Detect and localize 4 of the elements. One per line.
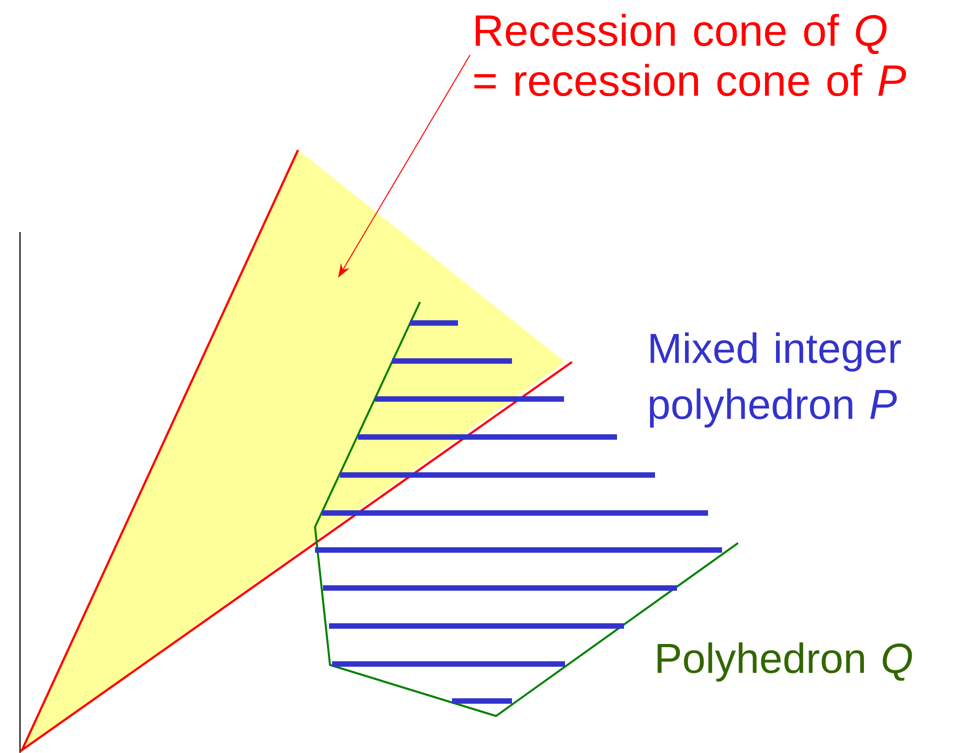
region-label: Mixed integer polyhedron P: [650, 332, 901, 428]
recession-cone: [19, 150, 573, 753]
region-label: Polyhedron Q: [658, 642, 912, 682]
callout-text: Recession cone of Q = recession cone of P: [474, 14, 906, 96]
